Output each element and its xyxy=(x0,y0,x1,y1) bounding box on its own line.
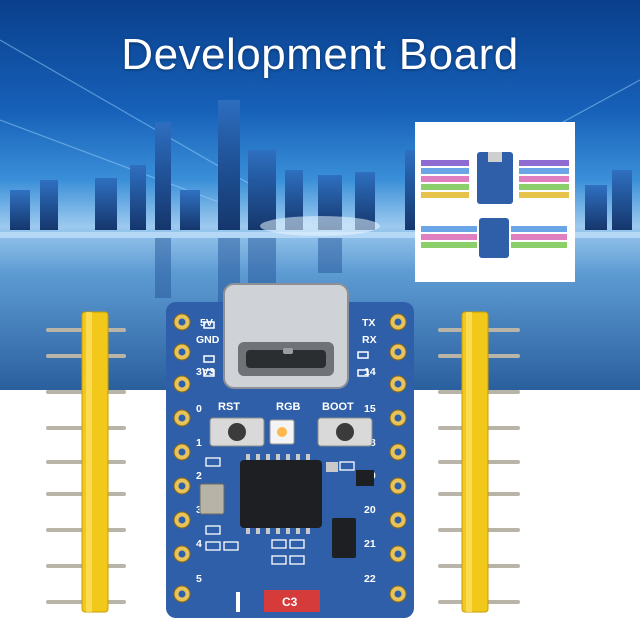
pin-label-left-7: 4 xyxy=(196,538,202,550)
dev-board: 5V GND 3V3 0 1 2 3 4 5 TX RX 14 15 18 19… xyxy=(166,283,414,618)
pin-label-left-6: 3 xyxy=(196,504,202,516)
chip-marking: C3 xyxy=(282,595,298,609)
boot-label: BOOT xyxy=(322,401,354,413)
rgb-label: RGB xyxy=(276,401,301,413)
mcu-chip xyxy=(240,460,322,528)
reset-button xyxy=(209,417,265,447)
rst-label: RST xyxy=(218,401,240,413)
boot-button xyxy=(317,417,373,447)
pin-label-left-5: 2 xyxy=(196,470,202,482)
pin-label-left-1: GND xyxy=(196,334,220,346)
pin-label-left-2: 3V3 xyxy=(196,366,215,378)
page-title: Development Board xyxy=(121,30,519,79)
chip-marking-bg xyxy=(264,590,320,612)
voltage-regulator xyxy=(332,518,356,558)
pin-label-right-3: 15 xyxy=(364,403,376,415)
pin-label-right-7: 21 xyxy=(364,538,376,550)
crystal xyxy=(199,483,225,515)
pin-label-right-1: RX xyxy=(362,334,377,346)
skyline-graphic xyxy=(0,39,640,313)
pin-label-left-3: 0 xyxy=(196,403,202,415)
pin-label-right-2: 14 xyxy=(364,366,376,378)
pin-label-left-8: 5 xyxy=(196,573,202,585)
left-pin-header xyxy=(46,311,126,613)
rgb-led xyxy=(269,419,295,445)
right-pin-header xyxy=(438,311,520,613)
pin-label-right-8: 22 xyxy=(364,573,376,585)
pinout-thumbnail xyxy=(415,122,575,282)
pinout-bottom-rows xyxy=(421,218,567,258)
pin-label-left-0: 5V xyxy=(200,317,213,329)
pin-label-right-0: TX xyxy=(362,317,375,329)
pin-label-right-6: 20 xyxy=(364,504,376,516)
pinout-top-rows xyxy=(421,152,569,204)
pin-label-left-4: 1 xyxy=(196,437,202,449)
pinout-diagram xyxy=(421,152,569,258)
